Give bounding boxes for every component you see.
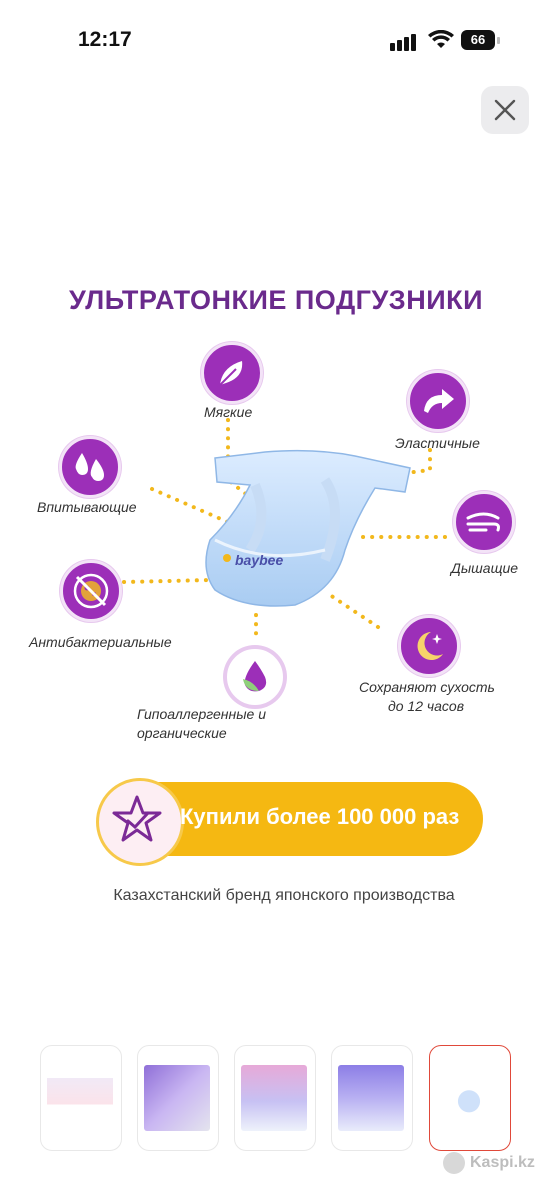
feature-label-elastic: Эластичные (395, 435, 480, 451)
no-bacteria-icon (60, 560, 122, 622)
thumbnail-1-preview (47, 1065, 113, 1131)
status-time: 12:17 (78, 28, 132, 51)
feather-icon (201, 342, 263, 404)
thumbnail-5-preview (436, 1065, 502, 1131)
purchase-count-badge: Купили более 100 000 раз (96, 778, 483, 866)
close-button[interactable] (481, 86, 529, 134)
stretch-arrow-icon (407, 370, 469, 432)
moon-stars-icon (398, 615, 460, 677)
image-subtitle: Казахстанский бренд японского производст… (113, 887, 455, 904)
thumbnail-1[interactable] (40, 1045, 122, 1151)
wind-icon (453, 491, 515, 553)
feature-label-antibacterial: Антибактериальные (29, 634, 172, 650)
status-bar: 12:17 66 (0, 0, 552, 80)
feature-label-absorbent: Впитывающие (37, 499, 137, 515)
feature-label-organic: органические (137, 725, 227, 741)
diaper-illustration: baybee (205, 449, 411, 607)
thumbnail-4[interactable] (331, 1045, 413, 1151)
badge-circle (96, 778, 184, 866)
thumbnail-5[interactable] (429, 1045, 511, 1151)
thumbnail-4-preview (338, 1065, 404, 1131)
feature-label-hypoallergenic: Гипоаллергенные и (137, 706, 266, 722)
thumbnail-2[interactable] (137, 1045, 219, 1151)
feature-label-soft: Мягкие (204, 404, 253, 420)
badge-text: Купили более 100 000 раз (180, 804, 460, 829)
leaf-drop-icon (224, 646, 286, 708)
battery-icon: 66 (461, 30, 495, 50)
thumbnail-3[interactable] (234, 1045, 316, 1151)
image-title: УЛЬТРАТОНКИЕ ПОДГУЗНИКИ (69, 285, 483, 315)
wifi-icon (428, 29, 454, 50)
feature-label-dryness-hours: до 12 часов (388, 698, 465, 714)
battery-tip (497, 37, 500, 44)
cellular-signal-icon (390, 31, 422, 51)
thumbnail-3-preview (241, 1065, 307, 1131)
brand-logo: baybee (235, 552, 283, 568)
feature-label-breathable: Дышащие (451, 560, 519, 576)
feature-label-dryness: Сохраняют сухость (359, 679, 495, 695)
thumbnail-strip (40, 1045, 520, 1153)
drops-icon (59, 436, 121, 498)
product-image[interactable]: УЛЬТРАТОНКИЕ ПОДГУЗНИКИ baybee Мягкие Эл… (20, 285, 532, 910)
star-check-icon (112, 795, 162, 842)
kaspi-text: Kaspi.kz (470, 1154, 535, 1171)
kaspi-logo-icon (443, 1152, 465, 1174)
close-icon (494, 99, 516, 121)
thumbnail-2-preview (144, 1065, 210, 1131)
